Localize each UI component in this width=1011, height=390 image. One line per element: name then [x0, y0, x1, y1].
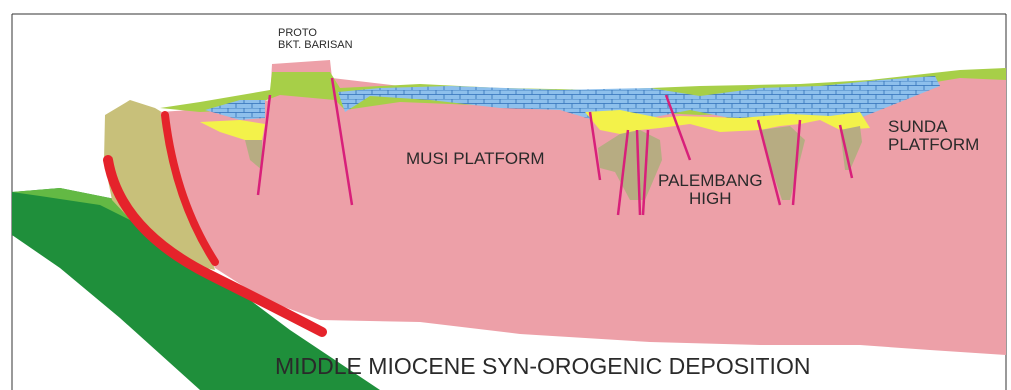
label-palembang-high: PALEMBANG HIGH [658, 172, 763, 208]
diagram-title: MIDDLE MIOCENE SYN-OROGENIC DEPOSITION [275, 353, 810, 380]
label-musi-platform: MUSI PLATFORM [406, 150, 545, 168]
label-sunda-platform: SUNDA PLATFORM [888, 118, 979, 154]
label-proto-barisan: PROTO BKT. BARISAN [278, 28, 353, 51]
